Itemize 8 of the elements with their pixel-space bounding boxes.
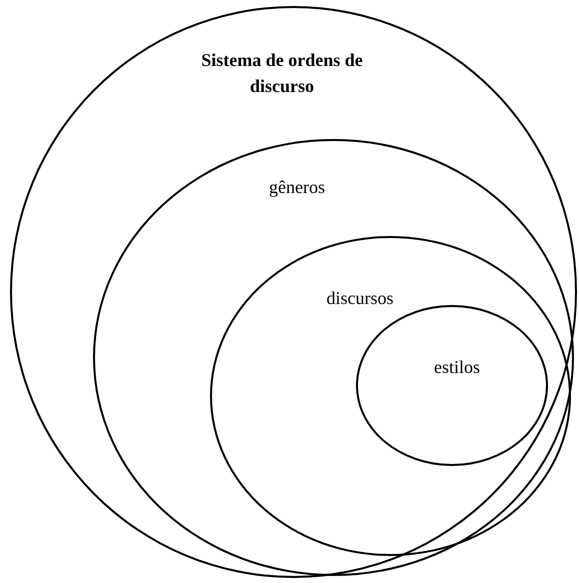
- circle: [93, 139, 574, 576]
- circle: [356, 305, 548, 466]
- circle-label: discursos: [326, 287, 394, 310]
- circle-label: estilos: [432, 356, 481, 379]
- title-label: Sistema de ordens de discurso: [200, 49, 364, 98]
- circle: [210, 236, 571, 556]
- circle-label: gêneros: [268, 176, 326, 199]
- circle: [10, 6, 577, 578]
